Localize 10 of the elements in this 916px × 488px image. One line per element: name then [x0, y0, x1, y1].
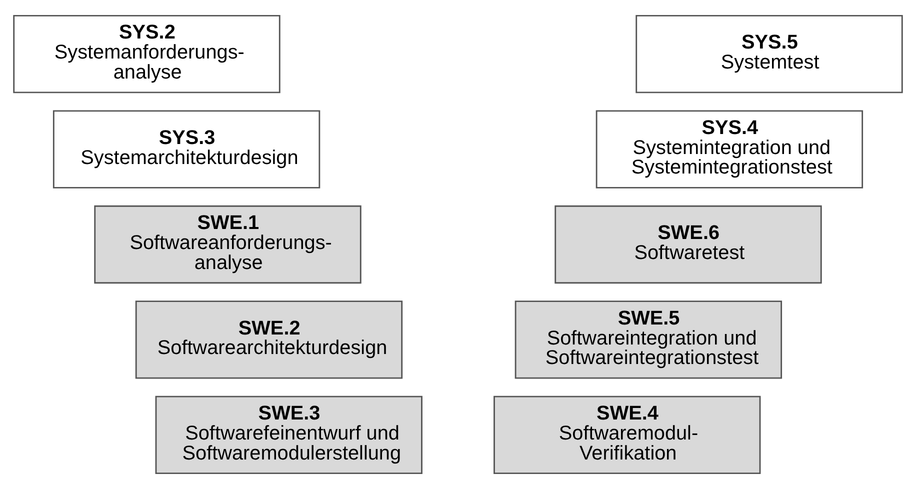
node-box: SWE.5 Softwareintegration und Softwareintegrationstest [514, 300, 782, 378]
node-box: SYS.2 Systemanforderungs- analyse [13, 14, 280, 93]
node-box: SWE.3 Softwarefeinentwurf und Softwaremodulerstellung [155, 395, 422, 474]
node-box: SWE.4 Softwaremodul- Verifikation [494, 395, 761, 474]
node-box: SYS.3 Systemarchitekturdesign [52, 110, 320, 188]
node-box: SWE.6 Softwaretest [554, 204, 822, 284]
node-box: SWE.2 Softwarearchitekturdesign [135, 300, 403, 378]
node-box: SWE.1 Softwareanforderungs- analyse [94, 204, 362, 284]
node-box: SYS.4 Systemintegration und Systemintegrationstest [596, 110, 864, 188]
node-box: SYS.5 Systemtest [636, 14, 903, 93]
